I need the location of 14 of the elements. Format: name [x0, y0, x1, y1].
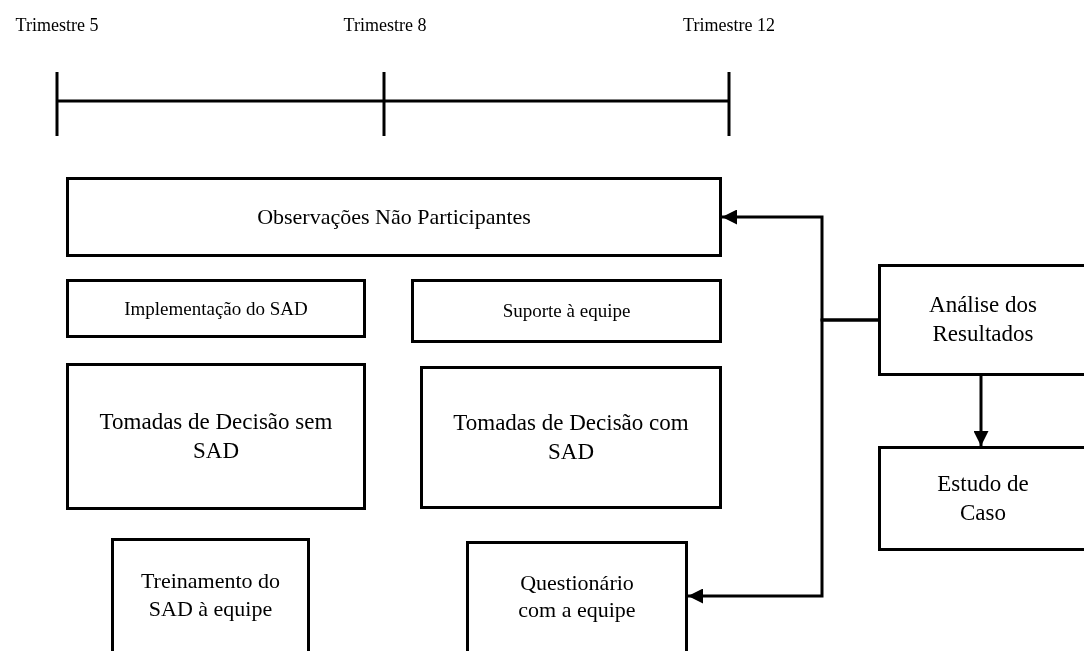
process-box: Suporte à equipe: [411, 279, 722, 343]
process-box: Tomadas de Decisão sem SAD: [66, 363, 366, 510]
arrow: [973, 376, 989, 446]
arrow: [688, 318, 878, 604]
process-box: Questionário com a equipe: [466, 541, 688, 651]
process-box: Treinamento do SAD à equipe: [111, 538, 310, 651]
process-box: Observações Não Participantes: [66, 177, 722, 257]
process-box: Tomadas de Decisão com SAD: [420, 366, 722, 509]
process-box: Análise dos Resultados: [878, 264, 1084, 376]
timeline-label: Trimestre 12: [682, 14, 776, 36]
timeline-label: Trimestre 8: [342, 14, 428, 36]
process-box: Implementação do SAD: [66, 279, 366, 338]
process-box: Estudo de Caso: [878, 446, 1084, 551]
timeline-label: Trimestre 5: [14, 14, 100, 36]
